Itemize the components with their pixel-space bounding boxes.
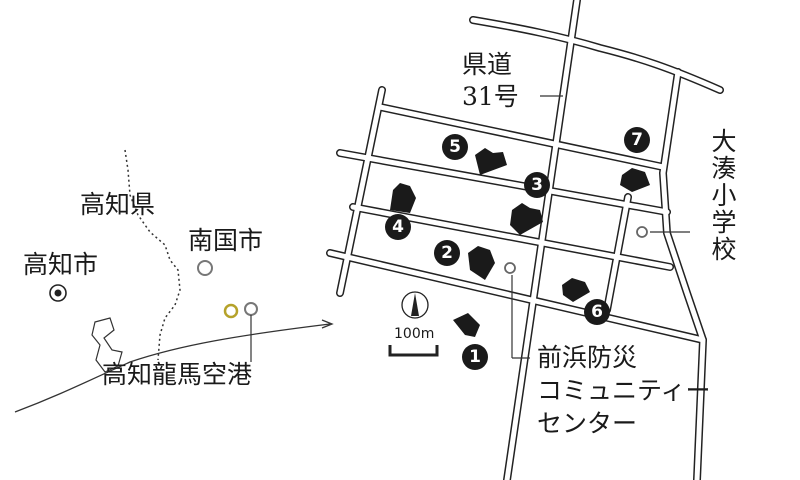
marker-7: 7 [624, 127, 650, 153]
peninsula [91, 317, 123, 373]
building-2 [468, 246, 495, 280]
scale-label: 100m [394, 326, 435, 342]
building-3 [510, 203, 543, 235]
road-label-line2: 31号 [462, 82, 519, 111]
coastline [14, 323, 331, 413]
airport-circle-icon [244, 302, 258, 316]
building-7 [620, 168, 650, 192]
kochi-city-double-circle-icon [49, 284, 67, 302]
scale-bar [388, 345, 439, 357]
building-6 [562, 278, 590, 302]
building-5 [475, 148, 507, 175]
airport-highlight-circle-icon [223, 303, 239, 319]
marker-5: 5 [442, 134, 468, 160]
building-4 [390, 183, 416, 213]
center-label-line3: センター [537, 409, 638, 438]
marker-3: 3 [524, 172, 550, 198]
marker-2: 2 [434, 240, 460, 266]
center-label-line2: コミュニティー [537, 376, 711, 405]
prefecture-label: 高知県 [80, 190, 156, 219]
school-circle-icon [636, 226, 648, 238]
road-network [326, 0, 724, 480]
building-1 [453, 313, 480, 337]
kochi-city-label: 高知市 [23, 250, 99, 279]
school-label: 大湊小学校 [708, 128, 737, 263]
prefecture-boundary [124, 149, 181, 361]
marker-1: 1 [462, 344, 488, 370]
nankoku-city-circle-icon [197, 260, 213, 276]
marker-6: 6 [584, 299, 610, 325]
airport-label: 高知龍馬空港 [102, 360, 253, 389]
marker-4: 4 [385, 214, 411, 240]
nankoku-city-label: 南国市 [188, 226, 264, 255]
center-label-line1: 前浜防災 [537, 343, 638, 372]
road-label-line1: 県道 [462, 50, 513, 79]
coastline-arrow-icon [321, 319, 334, 329]
community-center-circle-icon [504, 262, 516, 274]
buildings [390, 148, 650, 337]
